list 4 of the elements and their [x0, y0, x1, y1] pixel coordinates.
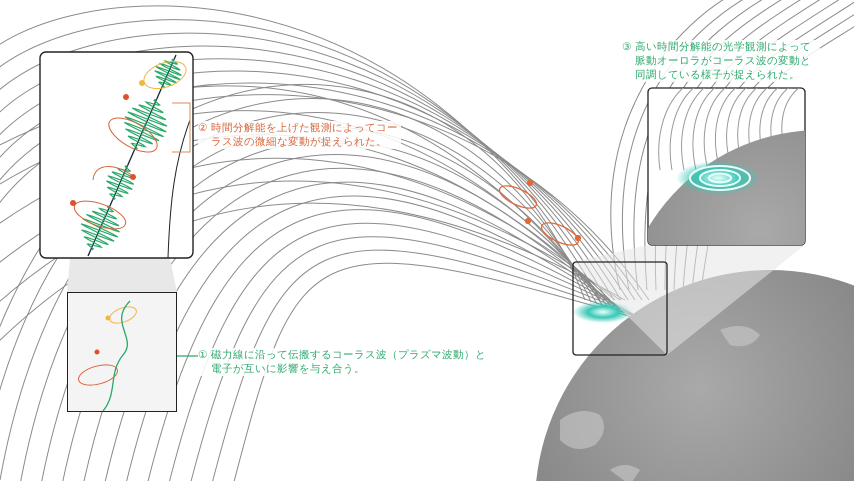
callout-text: ② 時間分解能を上げた観測によってコーラス波の微細な変動が捉えられた。: [198, 121, 401, 149]
inset-panel: [67, 292, 177, 412]
leader-line: [177, 355, 198, 357]
callout-text: ③ 高い時間分解能の光学観測によって脈動オーロラがコーラス波の変動と同調している様子が捉えられた。: [622, 40, 820, 82]
